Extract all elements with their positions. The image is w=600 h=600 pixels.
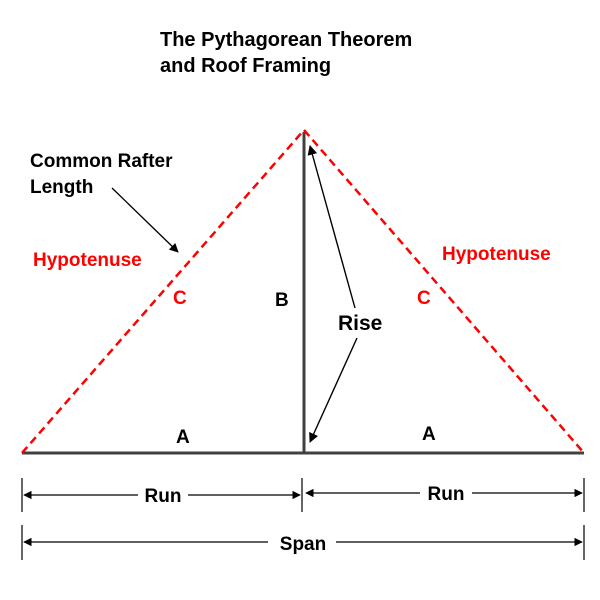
- a-right-label: A: [422, 424, 436, 445]
- hypotenuse-left-label: Hypotenuse: [33, 250, 142, 271]
- common-rafter-label-line2: Length: [30, 177, 93, 198]
- c-right-label: C: [417, 288, 431, 309]
- right-hypotenuse-line: [303, 129, 585, 454]
- diagram-title-line2: and Roof Framing: [160, 55, 331, 77]
- rise-label: Rise: [338, 312, 382, 335]
- c-left-label: C: [173, 288, 187, 309]
- diagram-title-line1: The Pythagorean Theorem: [160, 29, 412, 51]
- run-right-label: Run: [428, 484, 465, 505]
- hypotenuse-right-label: Hypotenuse: [442, 244, 551, 265]
- a-left-label: A: [176, 427, 190, 448]
- common-rafter-pointer-arrow: [111, 187, 179, 253]
- run-left-label: Run: [145, 486, 182, 507]
- span-label: Span: [280, 534, 326, 555]
- left-hypotenuse-line: [21, 129, 305, 454]
- rise-arrow-down: [309, 337, 358, 443]
- b-label: B: [275, 290, 289, 311]
- rise-arrow-up: [307, 145, 356, 309]
- common-rafter-label-line1: Common Rafter: [30, 151, 173, 172]
